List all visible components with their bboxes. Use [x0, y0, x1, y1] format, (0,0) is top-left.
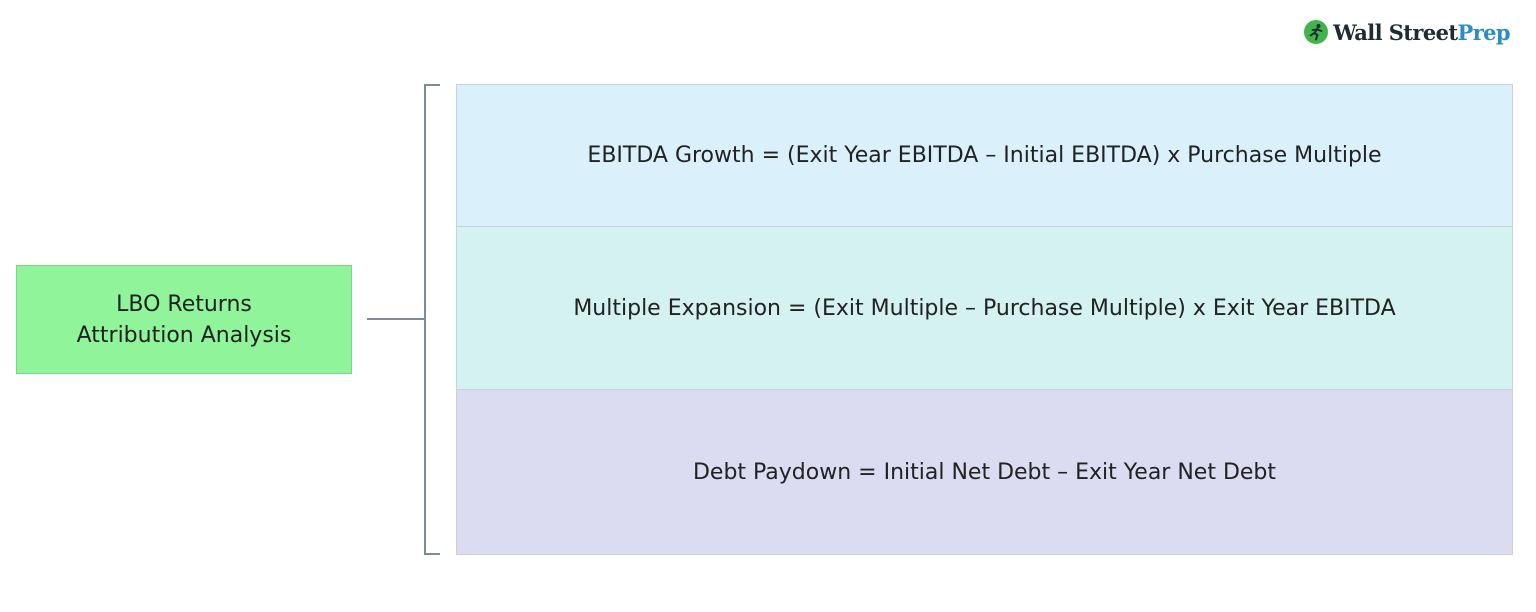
connector-bracket	[424, 84, 440, 555]
component-debt-paydown-label: Debt Paydown = Initial Net Debt – Exit Y…	[692, 459, 1277, 485]
runner-icon	[1304, 20, 1329, 44]
connector-stem	[367, 318, 425, 320]
component-ebitda-growth-label: EBITDA Growth = (Exit Year EBITDA – Init…	[587, 143, 1382, 168]
wall-street-prep-logo: Wall StreetPrep	[1304, 20, 1511, 44]
component-debt-paydown: Debt Paydown = Initial Net Debt – Exit Y…	[457, 390, 1512, 554]
root-node-line-1: LBO Returns	[116, 291, 252, 317]
component-multiple-expansion-label: Multiple Expansion = (Exit Multiple – Pu…	[573, 295, 1396, 321]
component-multiple-expansion: Multiple Expansion = (Exit Multiple – Pu…	[457, 227, 1512, 390]
components-stack: EBITDA Growth = (Exit Year EBITDA – Init…	[456, 84, 1513, 555]
logo-word-prep: Prep	[1457, 19, 1511, 45]
root-node-line-2: Attribution Analysis	[76, 322, 292, 348]
logo-word-wall-street: Wall Street	[1333, 19, 1458, 45]
component-ebitda-growth: EBITDA Growth = (Exit Year EBITDA – Init…	[457, 85, 1512, 227]
logo-wordmark: Wall StreetPrep	[1333, 22, 1510, 43]
root-node: LBO Returns Attribution Analysis	[16, 265, 352, 374]
